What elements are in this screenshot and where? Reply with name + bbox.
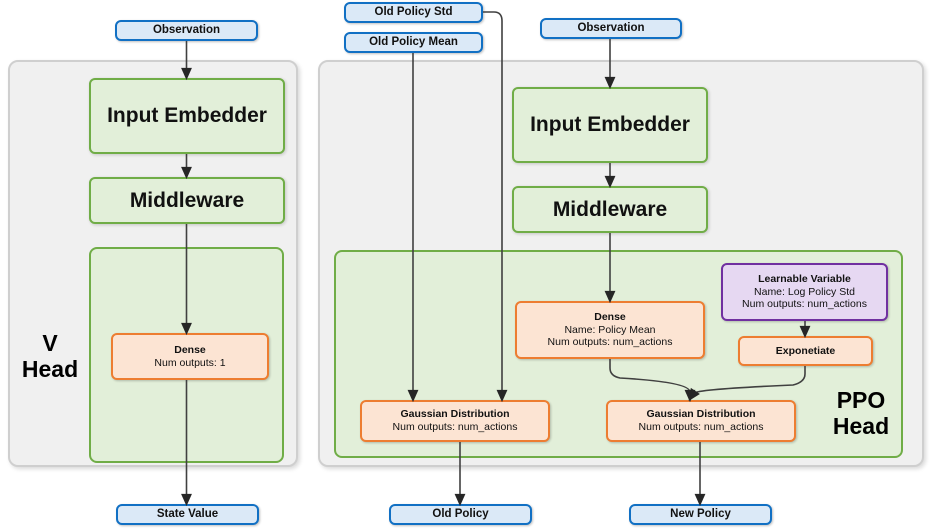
- gaussian-old-line2: Num outputs: num_actions: [392, 421, 518, 433]
- ppo-dense-line2: Name: Policy Mean: [564, 323, 656, 336]
- ppo-dense-line3: Num outputs: num_actions: [547, 336, 673, 349]
- v-head-caption-line2: Head: [21, 356, 79, 383]
- input-old-policy-std[interactable]: Old Policy Std: [344, 2, 483, 23]
- learnable-variable-line3: Num outputs: num_actions: [742, 298, 867, 311]
- output-old-policy[interactable]: Old Policy: [389, 504, 532, 525]
- v-dense[interactable]: Dense Num outputs: 1: [111, 333, 269, 380]
- v-dense-title: Dense: [174, 343, 206, 356]
- exponetiate-title: Exponetiate: [775, 344, 836, 357]
- ppo-gaussian-distribution-new[interactable]: Gaussian Distribution Num outputs: num_a…: [606, 400, 796, 442]
- gaussian-new-line2: Num outputs: num_actions: [638, 421, 764, 433]
- ppo-head-caption-line1: PPO: [836, 387, 886, 413]
- ppo-learnable-variable[interactable]: Learnable Variable Name: Log Policy Std …: [721, 263, 888, 321]
- v-head-caption: V Head: [12, 330, 88, 383]
- input-observation-ppo[interactable]: Observation: [540, 18, 682, 39]
- gaussian-new-title: Gaussian Distribution: [646, 408, 756, 421]
- input-observation-v[interactable]: Observation: [115, 20, 258, 41]
- v-middleware[interactable]: Middleware: [89, 177, 285, 224]
- ppo-middleware[interactable]: Middleware: [512, 186, 708, 233]
- output-new-policy[interactable]: New Policy: [629, 504, 772, 525]
- v-input-embedder[interactable]: Input Embedder: [89, 78, 285, 154]
- ppo-head-caption: PPO Head: [822, 387, 900, 440]
- ppo-dense-title: Dense: [594, 310, 626, 323]
- v-dense-line2: Num outputs: 1: [154, 356, 226, 369]
- ppo-exponetiate[interactable]: Exponetiate: [738, 336, 873, 366]
- learnable-variable-line2: Name: Log Policy Std: [754, 285, 855, 298]
- v-head-caption-line1: V: [42, 330, 58, 356]
- input-old-policy-mean[interactable]: Old Policy Mean: [344, 32, 483, 53]
- ppo-head-caption-line2: Head: [832, 413, 890, 440]
- gaussian-old-title: Gaussian Distribution: [400, 408, 510, 421]
- learnable-variable-title: Learnable Variable: [758, 272, 851, 285]
- ppo-dense-policy-mean[interactable]: Dense Name: Policy Mean Num outputs: num…: [515, 301, 705, 359]
- output-state-value[interactable]: State Value: [116, 504, 259, 525]
- ppo-input-embedder[interactable]: Input Embedder: [512, 87, 708, 163]
- ppo-gaussian-distribution-old[interactable]: Gaussian Distribution Num outputs: num_a…: [360, 400, 550, 442]
